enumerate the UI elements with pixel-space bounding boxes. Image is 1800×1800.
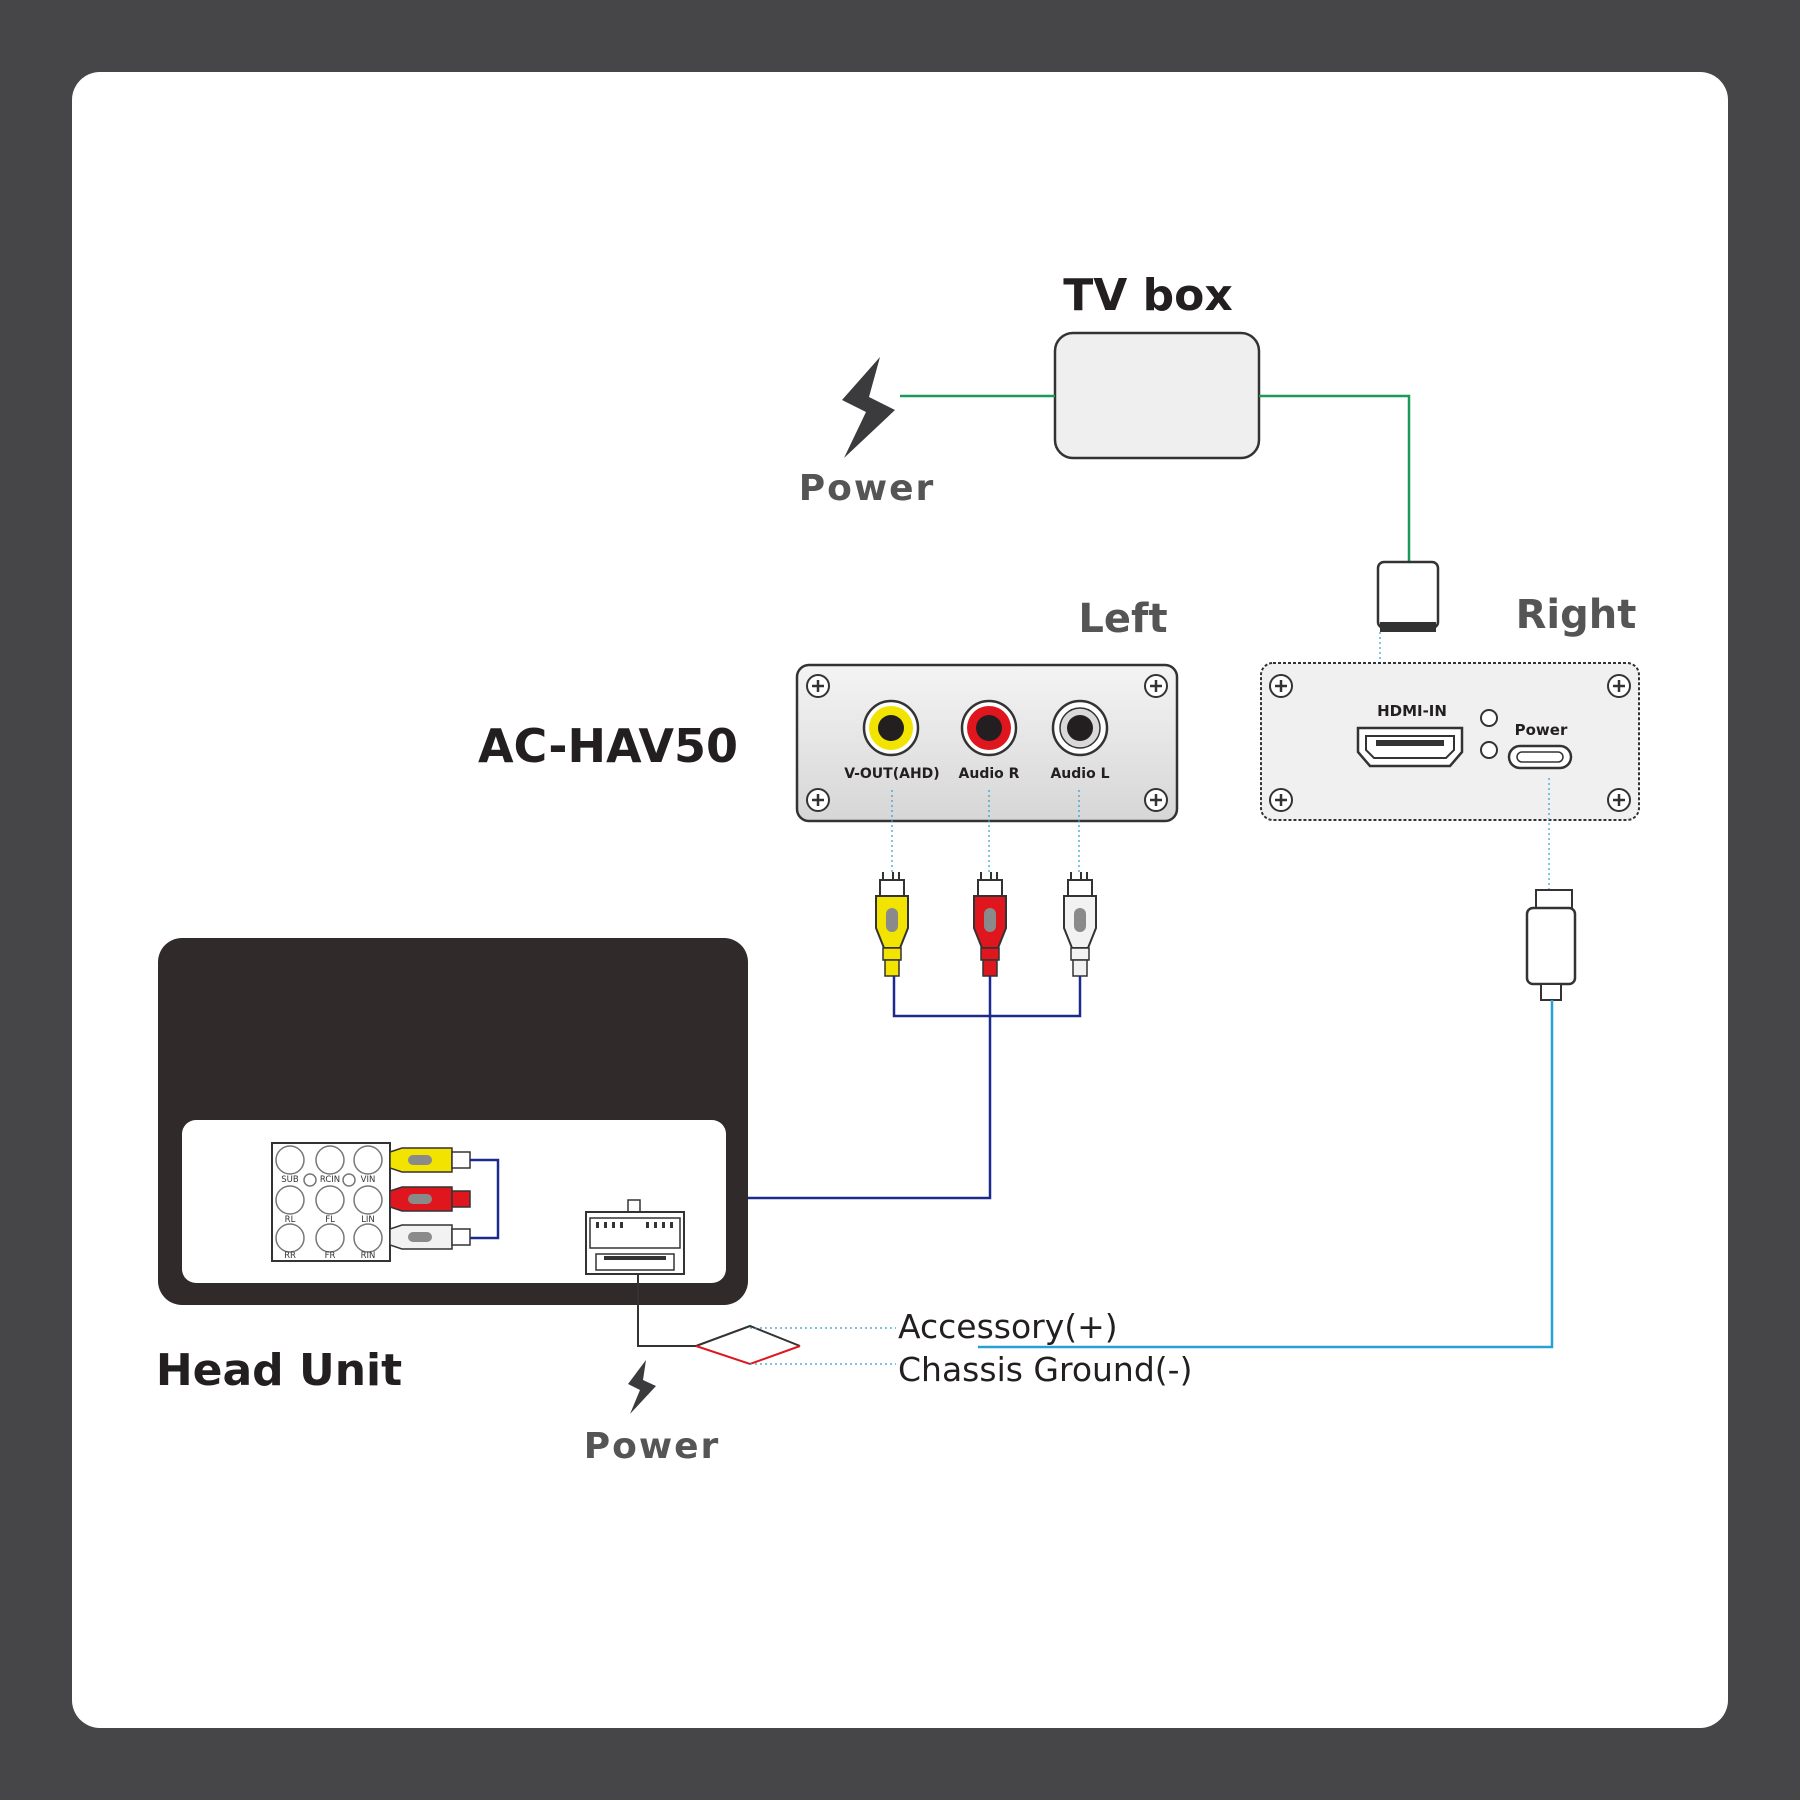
chassis-ground-label: Chassis Ground(-) <box>898 1350 1192 1389</box>
port-rin: RIN <box>361 1251 376 1261</box>
port-fr: FR <box>325 1251 336 1261</box>
jack-guide-lines <box>891 790 1080 872</box>
yellow-rca-plug <box>875 872 909 977</box>
audio-r-jack <box>960 699 1018 757</box>
power-top-label: Power <box>799 468 936 509</box>
hdmi-port <box>1356 726 1464 768</box>
hdmi-cable <box>1259 394 1411 562</box>
right-panel: HDMI-IN Power <box>1260 662 1640 821</box>
usb-c-port <box>1507 744 1573 770</box>
led-1 <box>1480 709 1498 727</box>
v-out-jack <box>862 699 920 757</box>
head-unit-av-bracket <box>470 1158 500 1240</box>
wire-split-top <box>695 1324 801 1347</box>
accessory-label: Accessory(+) <box>898 1307 1118 1346</box>
port-sub: SUB <box>281 1175 299 1185</box>
hdmi-plug <box>1376 560 1440 632</box>
power-bolt-bottom-icon <box>628 1360 656 1414</box>
port-rcin: RCIN <box>320 1175 340 1185</box>
v-out-label: V-OUT(AHD) <box>844 766 939 782</box>
port-rl: RL <box>285 1215 296 1225</box>
head-unit-port-grid: SUB RCIN VIN RL FL LIN RR FR RIN <box>271 1142 391 1262</box>
power-bottom-label: Power <box>584 1426 721 1467</box>
head-unit-red-plug <box>389 1186 471 1212</box>
left-panel: V-OUT(AHD) Audio R Audio L <box>795 663 1179 823</box>
led-2 <box>1480 741 1498 759</box>
right-power-label: Power <box>1515 721 1568 739</box>
hdmi-in-label: HDMI-IN <box>1377 702 1447 720</box>
left-label: Left <box>1078 596 1167 642</box>
harness-connector <box>585 1199 685 1275</box>
right-label: Right <box>1516 592 1637 638</box>
model-label: AC-HAV50 <box>478 719 738 773</box>
head-unit: SUB RCIN VIN RL FL LIN RR FR RIN <box>158 938 748 1305</box>
audio-l-jack <box>1051 699 1109 757</box>
usb-power-cable <box>978 1000 1554 1349</box>
power-bolt-icon <box>842 357 895 458</box>
usb-plug <box>1525 889 1577 1001</box>
head-unit-label: Head Unit <box>156 1345 402 1396</box>
head-unit-yellow-plug <box>389 1147 471 1173</box>
port-lin: LIN <box>361 1215 375 1225</box>
port-vin: VIN <box>361 1175 376 1185</box>
tv-box-title: TV box <box>1063 270 1233 321</box>
port-rr: RR <box>284 1251 296 1261</box>
audio-l-label: Audio L <box>1050 766 1109 782</box>
tv-box <box>1053 331 1261 460</box>
harness-power-wire <box>637 1274 696 1347</box>
port-fl: FL <box>325 1215 335 1225</box>
white-rca-plug <box>1063 872 1097 977</box>
audio-r-label: Audio R <box>959 766 1020 782</box>
red-rca-plug <box>973 872 1007 977</box>
head-unit-white-plug <box>389 1224 471 1250</box>
